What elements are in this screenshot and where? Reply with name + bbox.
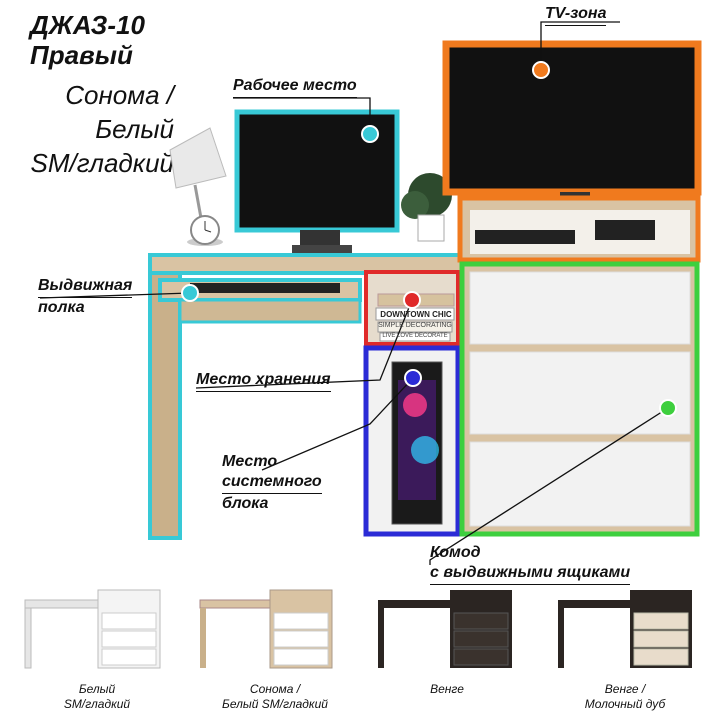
pc-unit-line-3: блока xyxy=(222,495,269,512)
plant xyxy=(401,173,452,242)
pc-unit-line-2: системного xyxy=(222,472,322,494)
shelf-marker xyxy=(181,284,199,302)
dresser-label: Комод с выдвижными ящиками xyxy=(430,543,631,585)
dresser xyxy=(459,261,700,537)
variant-label-wenge-oak-line-2: Молочный дуб xyxy=(584,697,666,711)
variant-wenge-thumb xyxy=(378,590,512,668)
book-title-3: LIVE LOVE DECORATE xyxy=(382,333,448,339)
pc-marker xyxy=(404,369,422,387)
variant-label-wenge-oak: Венге / Молочный дуб xyxy=(540,682,710,712)
pull-out-shelf-line-1: Выдвижная xyxy=(38,276,133,298)
model-name: ДЖАЗ-10 xyxy=(30,10,145,40)
pc-cabinet xyxy=(363,345,461,537)
book-title-1: DOWNTOWN CHIC xyxy=(380,310,452,319)
colorway-caption: Сонома / Белый SM/гладкий xyxy=(4,78,174,180)
dresser-line-1: Комод xyxy=(430,544,481,561)
dresser-marker xyxy=(659,399,677,417)
workplace-label: Рабочее место xyxy=(233,76,357,98)
tv-zone-marker xyxy=(532,61,550,79)
variant-white-thumb xyxy=(24,589,161,669)
pc-unit-label: Место системного блока xyxy=(222,452,322,514)
colorway-line-2: Белый xyxy=(95,114,174,144)
variant-label-sonoma: Сонома / Белый SM/гладкий xyxy=(190,682,360,712)
variant-label-sonoma-line-1: Сонома / xyxy=(249,682,301,696)
pull-out-shelf-line-2: полка xyxy=(38,299,85,316)
book-title-2: SIMPLE DECORATING xyxy=(378,322,452,329)
variant-thumbnails xyxy=(24,589,692,669)
colorway-line-3: SM/гладкий xyxy=(30,148,174,178)
pc-unit-line-1: Место xyxy=(222,453,278,470)
variant-label-white-line-1: Белый xyxy=(78,682,116,696)
workplace-marker xyxy=(361,125,379,143)
furniture-illustration xyxy=(39,21,702,565)
variant-label-wenge-oak-line-1: Венге / xyxy=(604,682,646,696)
storage-marker xyxy=(403,291,421,309)
pull-out-shelf-label: Выдвижная полка xyxy=(38,276,133,318)
colorway-line-1: Сонома / xyxy=(65,80,174,110)
product-title: ДЖАЗ-10 Правый xyxy=(30,10,145,70)
variant-label-sonoma-line-2: Белый SM/гладкий xyxy=(222,697,328,711)
variant-wenge-oak-thumb xyxy=(558,590,692,668)
variant-label-wenge: Венге xyxy=(362,682,532,697)
alarm-clock xyxy=(190,215,220,245)
dresser-line-2: с выдвижными ящиками xyxy=(430,563,631,585)
desk xyxy=(148,253,467,540)
variant-label-white: Белый SM/гладкий xyxy=(12,682,182,712)
storage-niche xyxy=(364,270,460,346)
tv-shelf xyxy=(457,195,701,263)
tv-set xyxy=(442,40,702,203)
variant-label-white-line-2: SM/гладкий xyxy=(63,697,131,711)
variant-sonoma-thumb xyxy=(199,589,333,669)
storage-label: Место хранения xyxy=(196,370,331,392)
model-side: Правый xyxy=(30,40,133,70)
variant-label-wenge-line-1: Венге xyxy=(430,682,464,696)
tv-zone-label: TV-зона xyxy=(545,4,607,26)
